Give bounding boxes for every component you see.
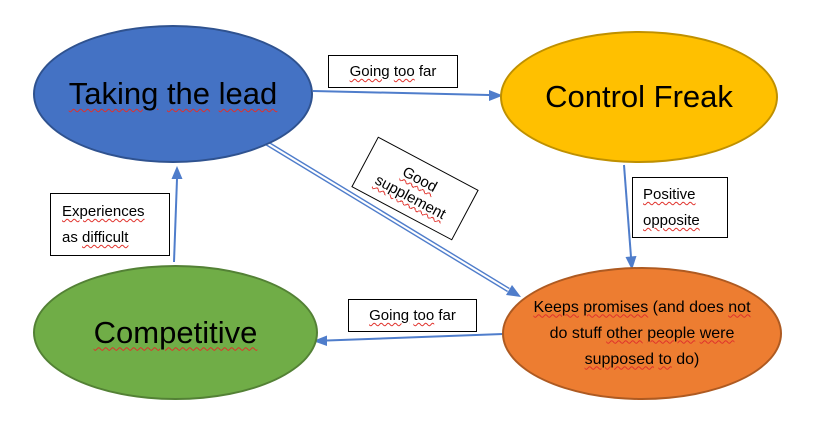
arrow-lead-to-control-freak[interactable] — [312, 90, 503, 101]
callout-positive-opposite[interactable]: Positive opposite — [632, 177, 728, 238]
callout-going-too-far-bottom-label: Going too far — [369, 307, 456, 324]
arrow-competitive-to-lead[interactable] — [171, 166, 183, 263]
node-keeps-promises[interactable]: Keeps promises (and does not do stuff ot… — [502, 267, 782, 400]
callout-experiences-as-difficult-label: Experiences as difficult — [62, 203, 145, 246]
callout-positive-opposite-label: Positive opposite — [643, 186, 700, 229]
node-keeps-promises-label: Keeps promises (and does not do stuff ot… — [533, 298, 751, 368]
callout-going-too-far-top-label: Going too far — [349, 63, 437, 80]
node-taking-the-lead-label: Taking the lead — [68, 76, 278, 112]
callout-going-too-far-bottom[interactable]: Going too far — [348, 299, 477, 332]
node-control-freak-label: Control Freak — [545, 79, 733, 115]
callout-experiences-as-difficult[interactable]: Experiences as difficult — [50, 193, 170, 256]
arrow-control-freak-to-keeps-promises[interactable] — [623, 164, 637, 270]
arrow-keeps-promises-to-competitive[interactable] — [313, 333, 504, 346]
arrow-lead-to-keeps-promises[interactable] — [265, 140, 521, 298]
node-taking-the-lead[interactable]: Taking the lead — [33, 25, 313, 163]
node-competitive[interactable]: Competitive — [33, 265, 318, 400]
node-control-freak[interactable]: Control Freak — [500, 31, 778, 163]
node-competitive-label: Competitive — [93, 314, 258, 350]
callout-going-too-far-top[interactable]: Going too far — [328, 55, 458, 88]
